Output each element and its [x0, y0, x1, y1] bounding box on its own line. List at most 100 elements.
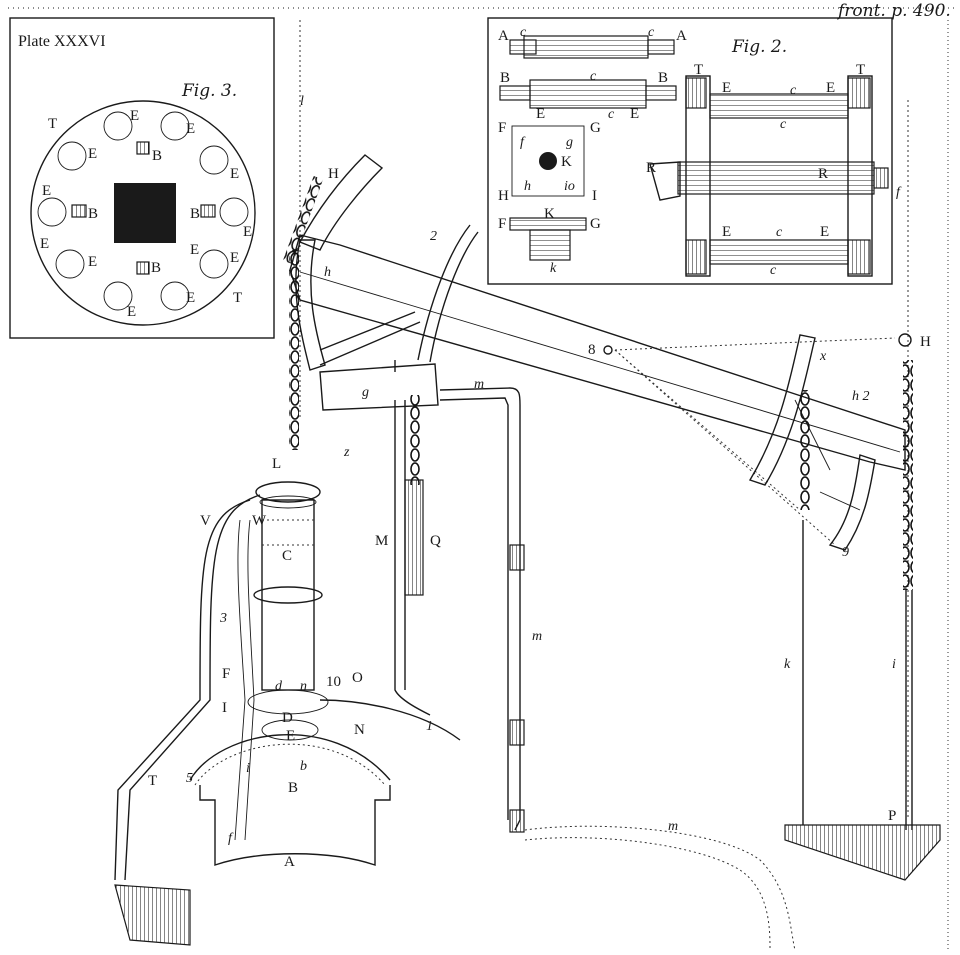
- arch-head-left: [299, 154, 384, 251]
- fig2-label: E: [536, 106, 545, 122]
- chain-right: [903, 360, 913, 590]
- engine-label: n: [300, 679, 307, 694]
- engine-label: h: [324, 265, 331, 280]
- engine-label: z: [343, 445, 350, 460]
- engine-label: F: [222, 666, 230, 682]
- fig3-label: E: [130, 108, 139, 124]
- engine-label: T: [148, 773, 157, 789]
- fig2-label: E: [722, 80, 731, 96]
- fig2-title: Fig. 2.: [731, 37, 787, 57]
- fig2-label: T: [694, 62, 703, 78]
- fig2-label: c: [648, 25, 655, 40]
- fig3-label: B: [190, 206, 200, 222]
- fig2-label: K: [561, 154, 572, 170]
- fig2-label: R: [646, 160, 656, 176]
- engine-figure: l H h 2 g m 8 x H h 2 9 L z V W C M Q m …: [114, 20, 941, 951]
- engine-label: h 2: [852, 389, 870, 404]
- engine-label: 2: [430, 229, 437, 244]
- fig2-label: h: [524, 179, 531, 194]
- fig2-label: c: [776, 225, 783, 240]
- fig2-label: H: [498, 188, 509, 204]
- fig2-label: E: [630, 106, 639, 122]
- engine-label: m: [668, 819, 678, 834]
- cylinder-C: [261, 499, 315, 691]
- fig2-label: k: [550, 261, 557, 276]
- engine-label: x: [819, 349, 827, 364]
- fig2-label: E: [820, 224, 829, 240]
- fig3-label: B: [151, 260, 161, 276]
- fig2-label: c: [770, 263, 777, 278]
- fig2-label: F: [498, 120, 506, 136]
- engine-label: m: [474, 377, 484, 392]
- fig3-disc: [30, 100, 256, 326]
- engine-label: f: [228, 831, 234, 846]
- engine-label: 9: [842, 545, 849, 560]
- engine-label: 8: [588, 342, 596, 358]
- fig2-label: G: [590, 120, 601, 136]
- engine-label: Q: [430, 533, 441, 549]
- pump-tray: [784, 824, 941, 881]
- fig3-label: E: [186, 121, 195, 137]
- fig3-title: Fig. 3.: [181, 81, 237, 101]
- engine-label: k: [784, 657, 791, 672]
- fig3-label: E: [243, 224, 252, 240]
- chain-left: [289, 250, 299, 450]
- plate-title: Plate XXXVI: [18, 33, 106, 50]
- engine-label: V: [200, 513, 211, 529]
- fig3-label: T: [48, 116, 57, 132]
- chain-middle: [410, 395, 420, 485]
- engine-label: 5: [186, 771, 193, 786]
- fig3-label: E: [186, 290, 195, 306]
- fig3-label: E: [230, 166, 239, 182]
- boiler-body: [199, 785, 391, 866]
- engine-label: H: [328, 166, 339, 182]
- fig2-label: c: [590, 69, 597, 84]
- engine-label: 1: [426, 719, 433, 734]
- fig2-label: c: [520, 25, 527, 40]
- base-box: [114, 884, 191, 946]
- fig2-panel: Fig. 2. A A c c B B c E c E F G f g K H …: [487, 17, 902, 285]
- fig3-label: E: [40, 236, 49, 252]
- engine-label: L: [272, 456, 281, 472]
- fig2-label: F: [498, 216, 506, 232]
- fig2-label: I: [592, 188, 597, 204]
- m-pipe: [439, 387, 521, 831]
- engine-label: W: [252, 513, 267, 529]
- engine-label: i: [892, 657, 896, 672]
- boiler-arch: [189, 734, 391, 781]
- engine-label: B: [288, 780, 298, 796]
- fig2-label: c: [608, 107, 615, 122]
- engine-label: P: [888, 808, 896, 824]
- engine-label: H: [920, 334, 931, 350]
- fig2-label: io: [564, 179, 575, 194]
- engine-label: A: [284, 854, 295, 870]
- fig2-label: A: [498, 28, 509, 44]
- fig3-label: B: [88, 206, 98, 222]
- fig2-label: R: [818, 166, 828, 182]
- fig2-label: K: [544, 206, 555, 222]
- chain-pump: [800, 390, 810, 510]
- fig2-label: f: [896, 185, 902, 200]
- engine-label: E: [286, 728, 295, 744]
- fig2-label: T: [856, 62, 865, 78]
- engine-label: M: [375, 533, 388, 549]
- engine-label: C: [282, 548, 292, 564]
- fig2-label: E: [722, 224, 731, 240]
- engine-label: g: [362, 385, 369, 400]
- engine-label: d: [275, 679, 283, 694]
- engine-label: D: [282, 710, 293, 726]
- chain-arch-left: [282, 176, 324, 264]
- fig2-label: B: [500, 70, 510, 86]
- fig3-label: E: [88, 254, 97, 270]
- fig2-label: B: [658, 70, 668, 86]
- engine-label: 3: [219, 611, 227, 626]
- fig3-label: E: [127, 304, 136, 320]
- engine-label: b: [300, 759, 307, 774]
- g-box: [319, 363, 439, 411]
- fig3-label: E: [42, 183, 51, 199]
- fig3-label: E: [190, 242, 199, 258]
- engine-label: i: [246, 761, 250, 776]
- arch-head-right: [748, 334, 816, 486]
- pipe-V: [124, 494, 261, 881]
